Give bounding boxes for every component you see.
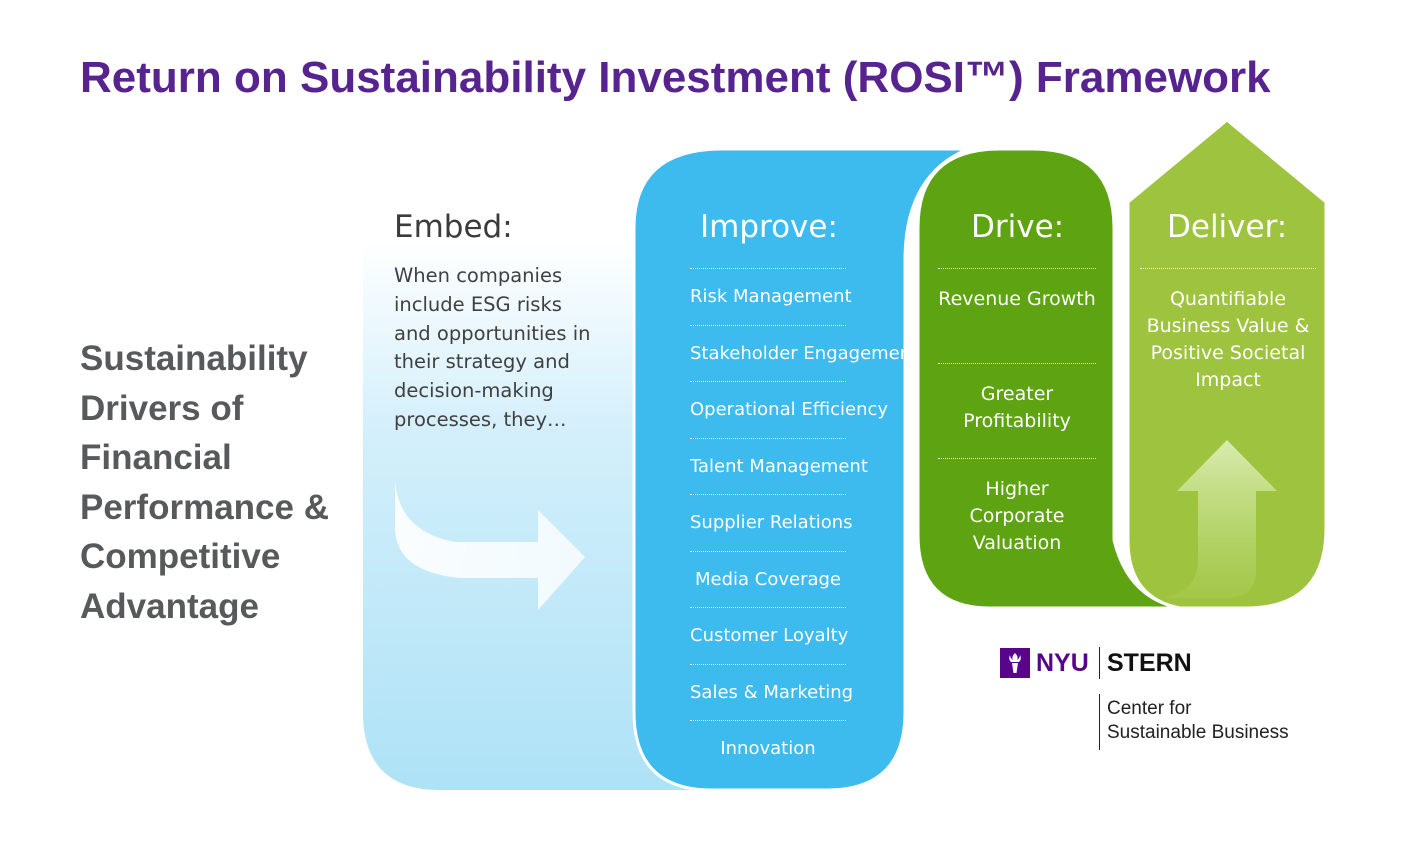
side-heading: Sustainability Drivers of Financial Perf…	[80, 334, 370, 631]
embed-text-line: decision-making	[394, 379, 554, 403]
embed-text-line: include ESG risks	[394, 292, 562, 316]
improve-item: Customer Loyalty	[690, 607, 848, 664]
embed-panel	[363, 240, 690, 790]
embed-text-line: and opportunities in	[394, 321, 591, 345]
side-heading-line: Financial	[80, 438, 232, 477]
nyu-torch-icon	[1000, 648, 1030, 678]
drive-panel	[916, 147, 1181, 610]
improve-item: Risk Management	[690, 268, 852, 325]
embed-text-line: their strategy and	[394, 350, 570, 374]
logo-divider	[1099, 647, 1100, 679]
embed-arrow-icon	[395, 482, 585, 610]
logo-center-line: Sustainable Business	[1107, 722, 1289, 743]
improve-title: Improve:	[700, 209, 838, 245]
drive-title: Drive:	[971, 209, 1065, 245]
improve-item: Sales & Marketing	[690, 663, 853, 721]
deliver-list: Quantifiable Business Value & Positive S…	[1140, 268, 1316, 394]
embed-text-line: When companies	[394, 264, 563, 287]
value-up-arrow-icon	[1162, 440, 1277, 598]
logo-nyu: NYU	[1036, 649, 1089, 677]
side-heading-line: Competitive	[80, 537, 281, 576]
improve-item: Innovation	[690, 720, 846, 777]
deliver-panel	[1126, 118, 1328, 610]
side-heading-line: Performance &	[80, 487, 329, 527]
embed-title: Embed:	[394, 209, 513, 245]
embed-text-line: processes, they…	[394, 407, 567, 431]
logo-stern: STERN	[1107, 649, 1192, 677]
deliver-item: Quantifiable Business Value & Positive S…	[1140, 268, 1316, 394]
drive-item: Higher Corporate Valuation	[938, 458, 1096, 554]
side-heading-line: Sustainability	[80, 339, 308, 378]
logo-center-line: Center for	[1107, 698, 1192, 719]
drive-item: Revenue Growth	[938, 268, 1096, 363]
improve-item: Supplier Relations	[690, 494, 853, 551]
side-heading-line: Drivers of	[80, 388, 244, 428]
embed-text: When companies include ESG risks and opp…	[394, 262, 634, 435]
page-title: Return on Sustainability Investment (ROS…	[80, 53, 1271, 102]
side-heading-line: Advantage	[80, 586, 259, 626]
improve-item: Talent Management	[690, 437, 868, 495]
drive-item: Greater Profitability	[938, 363, 1096, 458]
drive-list: Revenue Growth Greater Profitability Hig…	[938, 268, 1096, 554]
logo-divider	[1099, 694, 1100, 750]
improve-list: Risk Management Stakeholder Engagement O…	[640, 268, 918, 777]
improve-item: Stakeholder Engagement	[690, 324, 918, 382]
improve-panel	[632, 147, 969, 792]
deliver-title: Deliver:	[1167, 209, 1288, 245]
logo-center-name: Center for Sustainable Business	[1107, 697, 1289, 745]
improve-item: Operational Efficiency	[690, 381, 888, 438]
improve-item: Media Coverage	[690, 550, 846, 608]
